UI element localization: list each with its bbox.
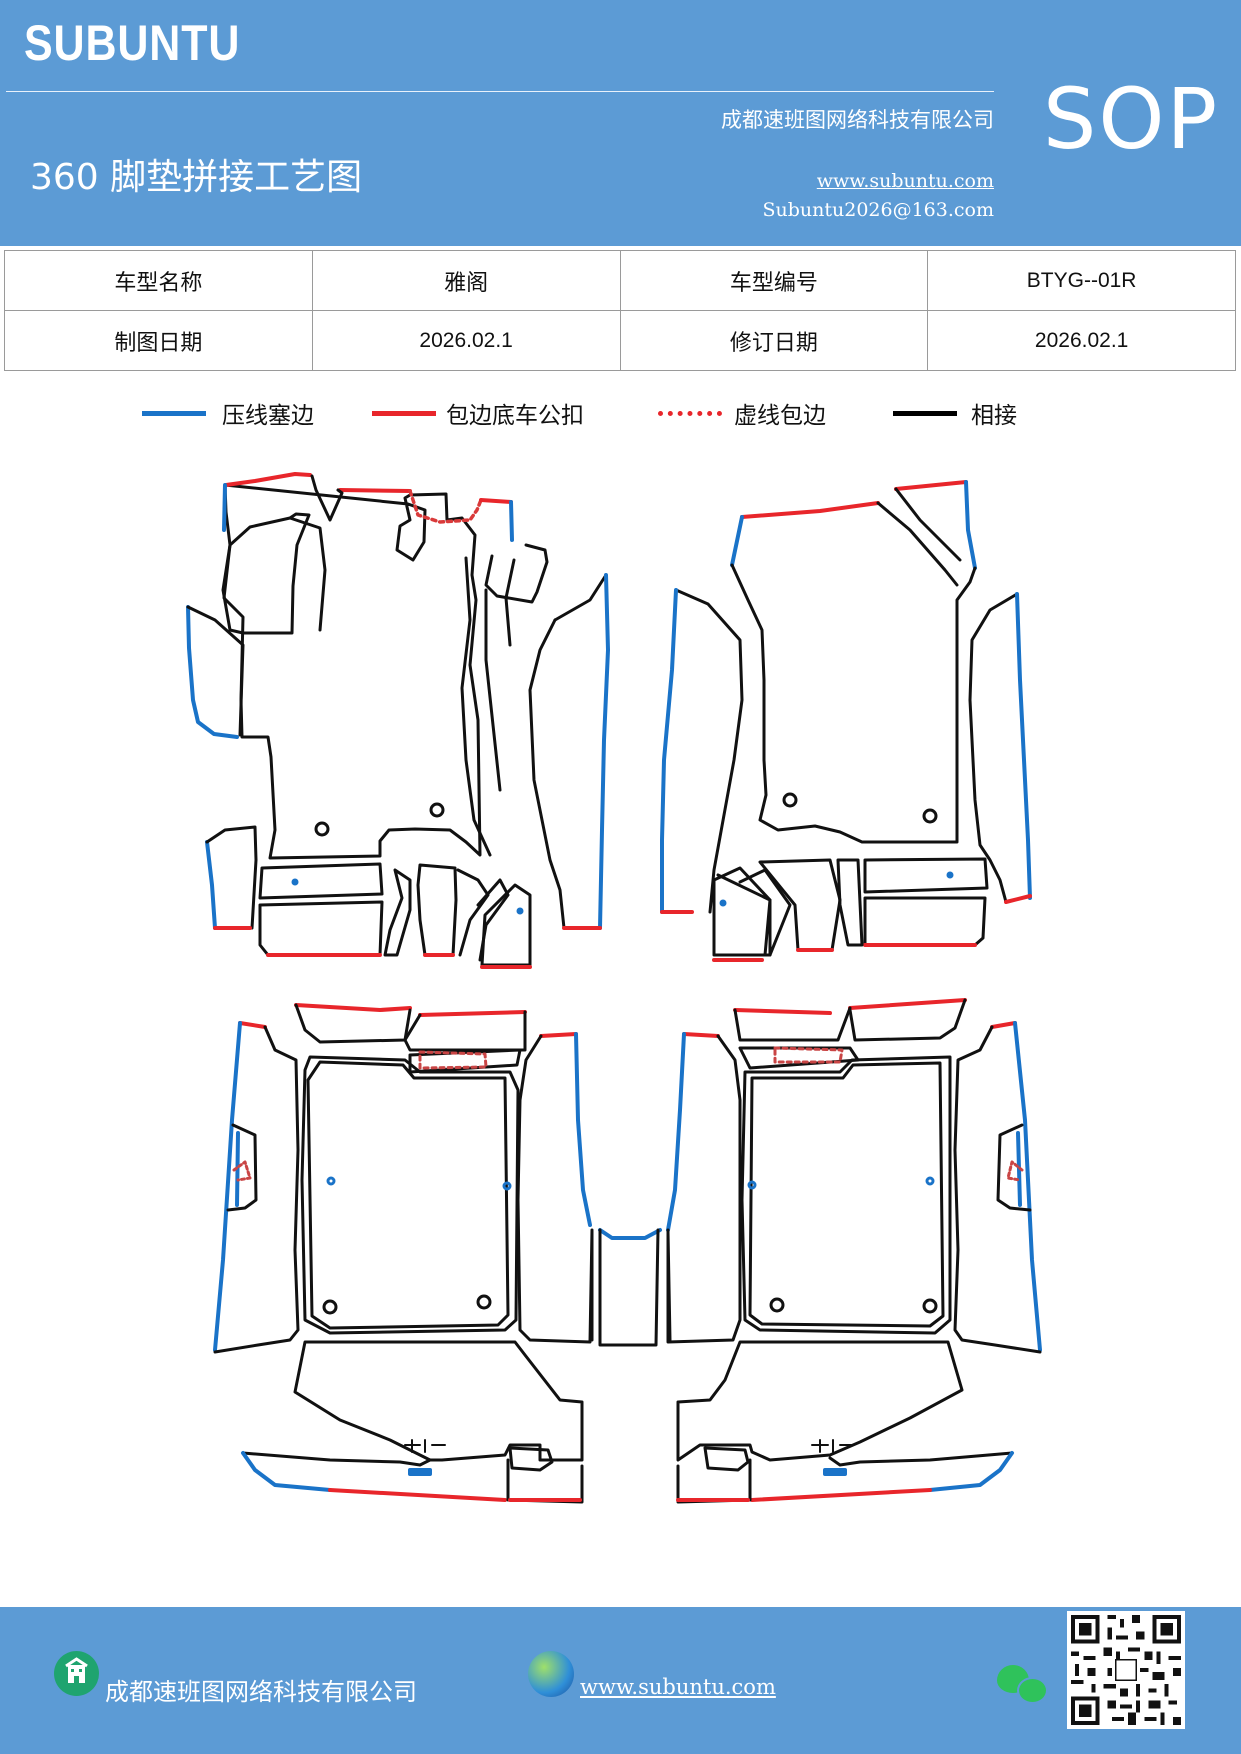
brand-logo: SUBUNTU [24, 15, 241, 71]
info-table: 车型名称 雅阁 车型编号 BTYG--01R 制图日期 2026.02.1 修订… [4, 250, 1236, 371]
table-row: 制图日期 2026.02.1 修订日期 2026.02.1 [4, 310, 1236, 371]
sop-label: SOP [1043, 70, 1220, 168]
qr-code-pattern [1067, 1611, 1185, 1729]
page-title: 360 脚垫拼接工艺图 [30, 157, 363, 198]
company-name: 成都速班图网络科技有限公司 [721, 108, 994, 132]
legend-label: 相接 [971, 403, 1017, 429]
model-code-label: 车型编号 [619, 250, 929, 311]
legend: 压线塞边 包边底车公扣 虚线包边 相接 [0, 396, 1241, 436]
footer-website-link[interactable]: www.subuntu.com [580, 1675, 776, 1699]
revise-date-label: 修订日期 [619, 310, 929, 371]
legend-swatch-black [893, 411, 957, 416]
legend-label: 压线塞边 [222, 403, 314, 429]
rear-right-mat-group [666, 998, 1042, 1504]
footer-company: 成都速班图网络科技有限公司 [105, 1678, 417, 1706]
building-icon-glyph [65, 1657, 88, 1683]
draw-date-value: 2026.02.1 [311, 310, 621, 371]
wechat-icon-bubble [1017, 1677, 1048, 1704]
footer-banner: 成都速班图网络科技有限公司 www.subuntu.com [0, 1607, 1241, 1754]
model-name-value: 雅阁 [311, 250, 621, 311]
legend-label: 包边底车公扣 [446, 403, 584, 429]
draw-date-label: 制图日期 [4, 310, 313, 371]
email-address: Subuntu2026@163.com [762, 199, 994, 221]
legend-swatch-red [372, 411, 436, 416]
qr-code [1067, 1611, 1185, 1729]
table-row: 车型名称 雅阁 车型编号 BTYG--01R [4, 250, 1236, 311]
model-code-value: BTYG--01R [927, 250, 1236, 311]
website-link[interactable]: www.subuntu.com [816, 170, 994, 192]
building-icon [54, 1651, 99, 1696]
globe-icon [528, 1651, 574, 1697]
legend-swatch-dotted-red [658, 411, 722, 416]
front-right-mat-group [660, 480, 1032, 962]
legend-swatch-blue [142, 411, 206, 416]
legend-label: 虚线包边 [734, 403, 826, 429]
model-name-label: 车型名称 [4, 250, 313, 311]
floor-mat-diagram [186, 472, 1042, 1504]
front-left-mat-group [186, 472, 610, 969]
center-tunnel-group [590, 1228, 672, 1347]
rear-left-mat-group [213, 1003, 594, 1504]
header-banner: SUBUNTU 成都速班图网络科技有限公司 360 脚垫拼接工艺图 www.su… [0, 0, 1241, 246]
header-divider [6, 91, 994, 92]
front-left-main-piece [222, 483, 482, 860]
revise-date-value: 2026.02.1 [927, 310, 1236, 371]
